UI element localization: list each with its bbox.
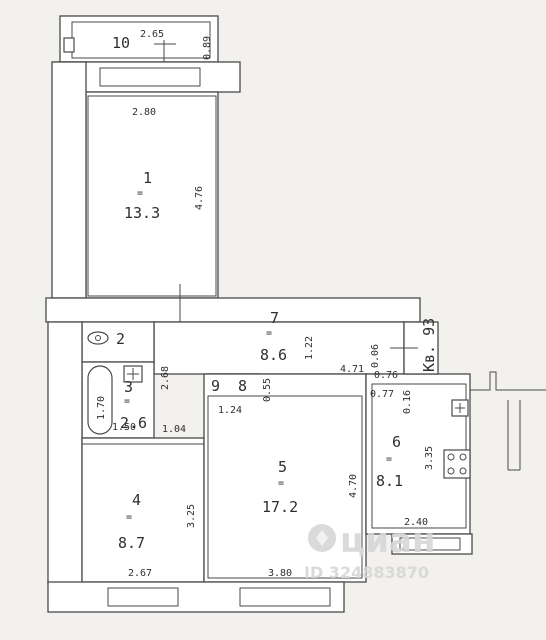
room-3-number: 3 — [124, 378, 133, 396]
svg-text:=: = — [124, 396, 130, 407]
room-5 — [203, 373, 367, 583]
dim-r3-height: 1.70 — [96, 396, 107, 420]
svg-text:=: = — [266, 328, 272, 339]
dim-r6-width: 2.40 — [404, 517, 428, 528]
apartment-label: Кв. 93 — [420, 318, 438, 372]
watermark-brand: циан — [340, 521, 435, 561]
dim-r7-d3: 0.77 — [370, 389, 394, 400]
room-1 — [85, 91, 219, 299]
svg-text:=: = — [278, 478, 284, 489]
room-4-number: 4 — [132, 491, 141, 509]
room-3-area: 2.6 — [120, 414, 147, 432]
dim-r6-height: 3.35 — [424, 446, 435, 470]
dim-r5-width: 3.80 — [268, 568, 292, 579]
left-lower-wall — [47, 321, 83, 585]
dim-r4-height: 3.25 — [186, 504, 197, 528]
toilet-icon — [87, 331, 109, 345]
room-6-area: 8.1 — [376, 472, 403, 490]
dim-r4-top: 1.04 — [162, 424, 186, 435]
dim-r7-d2: 0.76 — [374, 370, 398, 381]
balcony — [59, 15, 219, 110]
room-6-number: 6 — [392, 433, 401, 451]
dim-r8-9-width: 1.24 — [218, 405, 242, 416]
room-1-area: 13.3 — [124, 204, 160, 222]
middle-wall-band — [45, 297, 421, 323]
watermark-id: ID 324883870 — [304, 563, 429, 582]
kitchen-window — [399, 537, 461, 551]
dim-r7-len-a: 4.71 — [340, 364, 364, 375]
dim-room1-length: 4.76 — [194, 186, 205, 210]
room-10-number: 10 — [112, 34, 130, 52]
cian-logo-icon — [308, 524, 336, 552]
dim-r8-9-depth: 0.55 — [262, 378, 273, 402]
stove-icon — [443, 449, 471, 479]
bathtub-icon — [87, 365, 113, 435]
room-7-number: 7 — [270, 309, 279, 327]
left-outer-wall — [51, 61, 87, 299]
dim-r7-width: 1.22 — [304, 336, 315, 360]
room-9-number: 9 — [211, 377, 220, 395]
room-4-area: 8.7 — [118, 534, 145, 552]
svg-text:=: = — [386, 454, 392, 465]
room-2-number: 2 — [116, 330, 125, 348]
room-5-number: 5 — [278, 458, 287, 476]
dim-balcony-depth: 0.89 — [202, 36, 213, 60]
dim-balcony-width: 2.65 — [140, 29, 164, 40]
dim-r4-width: 2.67 — [128, 568, 152, 579]
dim-r3-side: 2.68 — [160, 366, 171, 390]
room-5-area: 17.2 — [262, 498, 298, 516]
bottom-window-right — [239, 587, 331, 607]
dim-r7-d1: 0.06 — [370, 344, 381, 368]
room-8-number: 8 — [238, 377, 247, 395]
room-1-number: 1 — [143, 169, 152, 187]
dim-r5-height: 4.70 — [348, 474, 359, 498]
svg-text:=: = — [137, 188, 143, 199]
room-4 — [81, 437, 205, 583]
room-7-area: 8.6 — [260, 346, 287, 364]
top-window — [99, 67, 201, 87]
bottom-window-left — [107, 587, 179, 607]
right-outline — [469, 371, 546, 391]
dim-room1-width: 2.80 — [132, 107, 156, 118]
dim-r7-d4: 0.16 — [402, 390, 413, 414]
svg-text:=: = — [126, 512, 132, 523]
dim-r3-width: 1.50 — [112, 422, 136, 433]
watermark: циан ID 324883870 — [304, 521, 435, 582]
